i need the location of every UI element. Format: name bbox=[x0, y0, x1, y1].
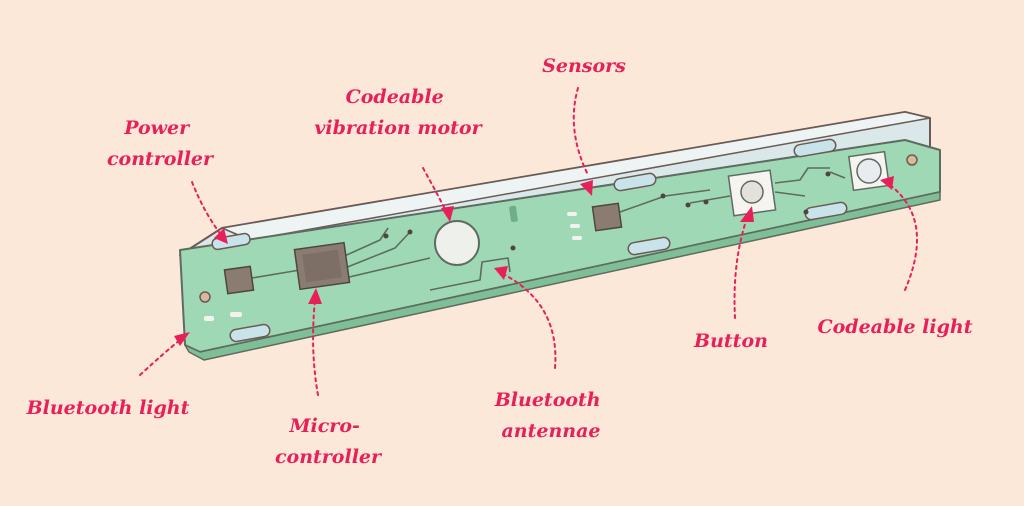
label-microcontroller: Micro- controller bbox=[275, 415, 383, 468]
sensor-chip bbox=[591, 202, 623, 232]
arrow-microcontroller bbox=[312, 299, 319, 396]
arrow-sensors bbox=[572, 87, 589, 176]
arrow-bluetooth-light bbox=[139, 339, 181, 376]
microcontroller-chip-inner bbox=[302, 249, 342, 283]
arrow-power-controller bbox=[191, 181, 226, 241]
arrowhead bbox=[740, 206, 754, 222]
board-component bbox=[509, 205, 518, 223]
arrowhead bbox=[441, 206, 454, 222]
label-power-controller: Power controller bbox=[107, 117, 215, 170]
mount-hole-right bbox=[906, 154, 918, 166]
button-cap bbox=[740, 180, 764, 204]
label-sensors: Sensors bbox=[542, 55, 626, 77]
arrowhead bbox=[174, 332, 190, 346]
arrow-heads bbox=[174, 176, 894, 346]
arrowhead bbox=[880, 176, 894, 190]
power-controller-chip bbox=[223, 265, 255, 295]
vibration-motor bbox=[434, 220, 480, 266]
arrowhead bbox=[308, 288, 322, 304]
case-clip bbox=[613, 172, 657, 192]
case-clip bbox=[229, 323, 271, 343]
board-vias bbox=[383, 171, 831, 251]
led-lens bbox=[856, 158, 882, 184]
label-codeable-light: Codeable light bbox=[818, 316, 973, 338]
label-button: Button bbox=[693, 330, 768, 352]
circuit-traces bbox=[251, 167, 846, 291]
board-pads bbox=[204, 212, 582, 321]
case-clip bbox=[804, 201, 848, 221]
case-clip bbox=[211, 232, 251, 251]
case-clip bbox=[793, 138, 837, 158]
arrowhead bbox=[494, 266, 508, 280]
arrow-codeable-light bbox=[889, 184, 918, 291]
arrowhead bbox=[214, 228, 228, 244]
label-vibration-motor: Codeable vibration motor bbox=[314, 86, 483, 139]
arrowhead bbox=[580, 180, 593, 196]
arrow-bluetooth-antennae bbox=[504, 274, 557, 369]
case-clip bbox=[627, 236, 671, 256]
board-edge bbox=[184, 191, 941, 361]
arrow-button bbox=[733, 214, 749, 319]
label-bluetooth-light: Bluetooth light bbox=[26, 397, 190, 419]
mount-hole-left bbox=[199, 291, 211, 303]
label-bluetooth-antennae: Bluetooth antennae bbox=[494, 389, 608, 442]
